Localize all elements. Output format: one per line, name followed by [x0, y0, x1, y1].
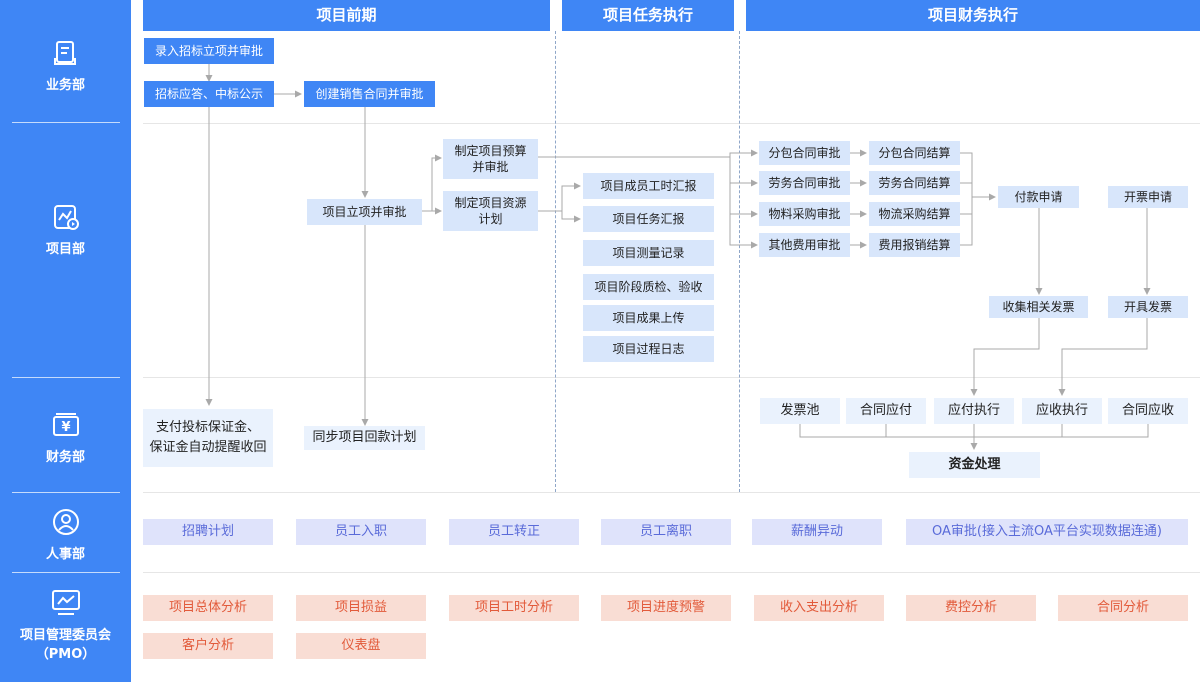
node-stage-check: 项目阶段质检、验收: [583, 274, 714, 300]
node-payable-exec: 应付执行: [934, 398, 1014, 424]
node-contract-payable: 合同应付: [846, 398, 926, 424]
lane-divider: [143, 377, 1200, 378]
hr-item: 招聘计划: [143, 519, 273, 545]
pmo-item: 费控分析: [906, 595, 1036, 621]
node-resource-line1: 制定项目资源: [454, 196, 527, 210]
node-collect-invoice: 收集相关发票: [989, 296, 1088, 318]
node-expense-settle: 费用报销结算: [869, 233, 960, 257]
pmo-item: 收入支出分析: [754, 595, 884, 621]
divider: [12, 377, 120, 378]
node-budget-line2: 并审批: [472, 160, 509, 174]
node-bid-entry: 录入招标立项并审批: [144, 38, 274, 64]
node-result-upload: 项目成果上传: [583, 305, 714, 331]
node-sub-contract-settle: 分包合同结算: [869, 141, 960, 165]
document-icon: [53, 41, 76, 65]
pmo-item: 项目进度预警: [601, 595, 731, 621]
node-bid-response: 招标应答、中标公示: [144, 81, 274, 107]
dept-project-label: 项目部: [45, 242, 85, 257]
phase-execution: 项目任务执行: [562, 0, 734, 31]
divider: [12, 122, 120, 123]
node-receivable-exec: 应收执行: [1022, 398, 1102, 424]
node-invoice-pool: 发票池: [760, 398, 840, 424]
phase-divider: [555, 31, 556, 492]
svg-text:¥: ¥: [61, 420, 70, 435]
node-task-report: 项目任务汇报: [583, 206, 714, 232]
project-chart-icon: [53, 205, 79, 230]
node-issue-invoice: 开具发票: [1108, 296, 1188, 318]
pmo-item: 项目损益: [296, 595, 426, 621]
node-budget-line1: 制定项目预算: [454, 144, 527, 158]
node-payment-request: 付款申请: [998, 186, 1079, 208]
pmo-item: 项目工时分析: [449, 595, 579, 621]
node-resource-plan: 制定项目资源 计划: [443, 191, 538, 231]
dept-business-label: 业务部: [45, 78, 85, 93]
dept-finance-label: 财务部: [45, 450, 85, 465]
node-deposit-line1: 支付投标保证金、: [155, 420, 260, 435]
node-sync-payment-plan: 同步项目回款计划: [304, 426, 425, 450]
lane-divider: [143, 123, 1200, 124]
node-process-log: 项目过程日志: [583, 336, 714, 362]
node-contract-receivable: 合同应收: [1108, 398, 1188, 424]
dept-hr: 人事部: [0, 507, 131, 562]
phase-finance-exec: 项目财务执行: [746, 0, 1200, 31]
phase-early: 项目前期: [143, 0, 550, 31]
dept-pmo-label: 项目管理委员会: [19, 628, 111, 643]
department-sidebar: 业务部 项目部 ¥ 财务部 人事部 项目管理委员会 （PMO）: [0, 0, 131, 682]
node-fund-processing: 资金处理: [909, 452, 1040, 478]
phase-divider: [739, 31, 740, 492]
lane-divider: [143, 572, 1200, 573]
lane-divider: [143, 492, 1200, 493]
node-sales-contract: 创建销售合同并审批: [304, 81, 435, 107]
node-sub-contract-approve: 分包合同审批: [759, 141, 850, 165]
divider: [12, 572, 120, 573]
node-member-hours: 项目成员工时汇报: [583, 173, 714, 199]
hr-item: 员工离职: [601, 519, 731, 545]
node-other-cost-approve: 其他费用审批: [759, 233, 850, 257]
node-project-approval: 项目立项并审批: [307, 199, 422, 225]
dept-pmo-sublabel: （PMO）: [35, 647, 96, 662]
node-labor-contract-approve: 劳务合同审批: [759, 171, 850, 195]
dept-business: 业务部: [0, 38, 131, 93]
hr-item: 薪酬异动: [752, 519, 882, 545]
node-measure-record: 项目测量记录: [583, 240, 714, 266]
node-labor-contract-settle: 劳务合同结算: [869, 171, 960, 195]
dept-pmo: 项目管理委员会 （PMO）: [0, 588, 131, 662]
yuan-money-icon: ¥: [52, 413, 79, 436]
pmo-item: 仪表盘: [296, 633, 426, 659]
dept-hr-label: 人事部: [45, 547, 85, 562]
node-deposit: 支付投标保证金、 保证金自动提醒收回: [143, 409, 273, 467]
dept-finance: ¥ 财务部: [0, 410, 131, 465]
node-invoice-request: 开票申请: [1108, 186, 1188, 208]
hr-item: OA审批(接入主流OA平台实现数据连通): [906, 519, 1188, 545]
divider: [12, 492, 120, 493]
node-deposit-line2: 保证金自动提醒收回: [149, 440, 267, 455]
node-resource-line2: 计划: [478, 212, 503, 226]
hr-item: 员工转正: [449, 519, 579, 545]
pmo-item: 客户分析: [143, 633, 273, 659]
node-logistics-settle: 物流采购结算: [869, 202, 960, 226]
node-material-purchase-approve: 物料采购审批: [759, 202, 850, 226]
hr-item: 员工入职: [296, 519, 426, 545]
dept-project: 项目部: [0, 202, 131, 257]
node-budget: 制定项目预算 并审批: [443, 139, 538, 179]
pmo-item: 合同分析: [1058, 595, 1188, 621]
monitor-chart-icon: [51, 590, 80, 615]
pmo-item: 项目总体分析: [143, 595, 273, 621]
person-icon: [52, 509, 79, 535]
